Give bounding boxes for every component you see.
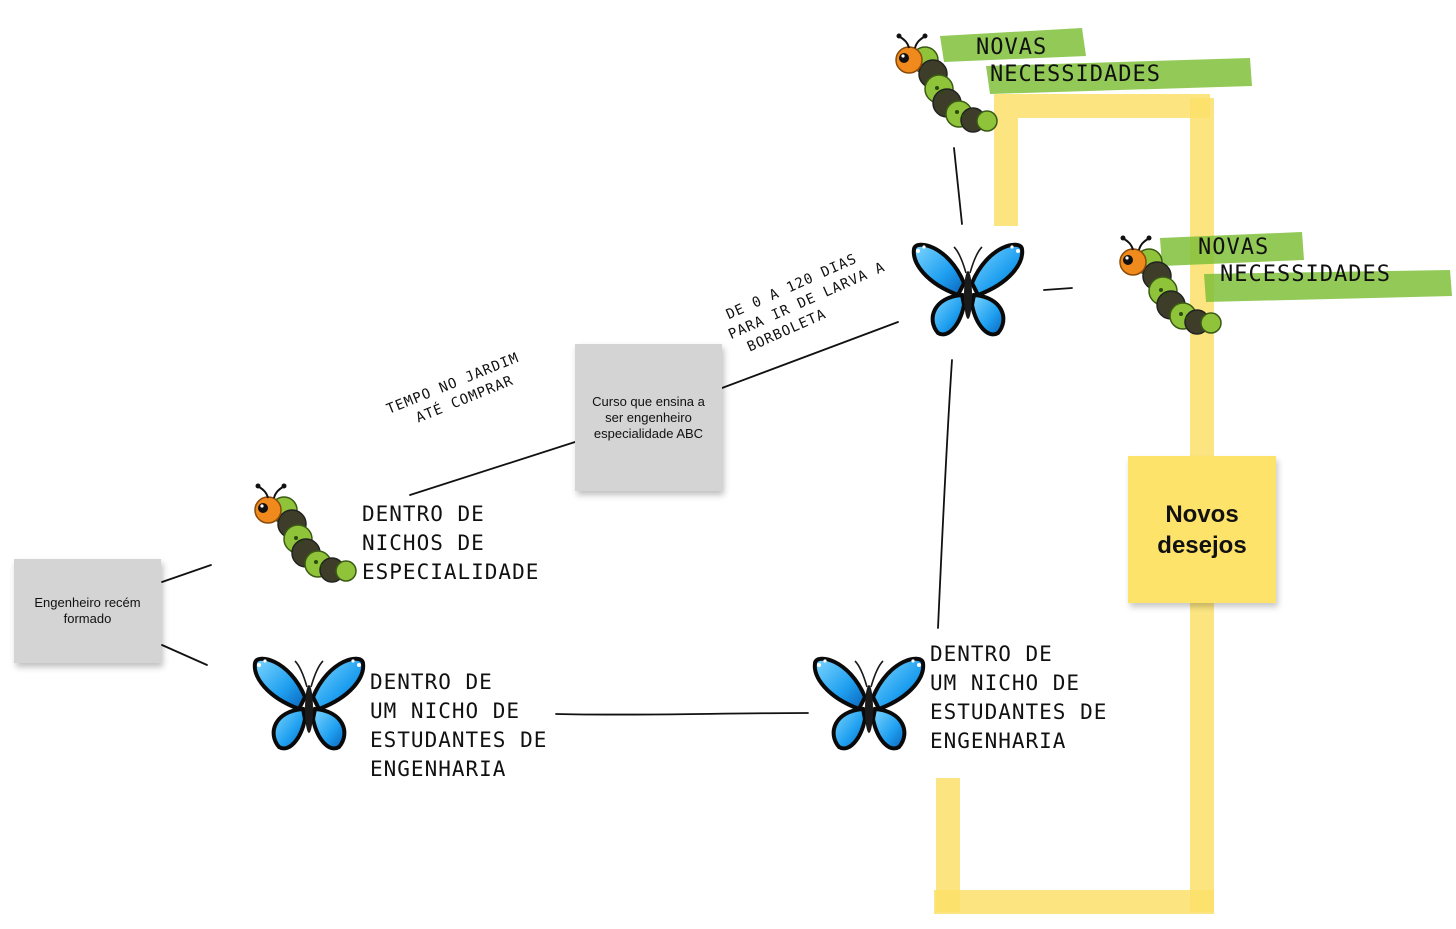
connector-butterfly-vertical [937,359,953,629]
butterfly-icon [812,656,926,751]
connector-butterfly-caterpillar-top [953,147,963,225]
butterfly-icon [252,656,366,751]
engineer-box[interactable]: Engenheiro recém formado [14,559,161,663]
course-box-label: Curso que ensina a ser engenheiro especi… [592,393,705,441]
engineer-box-label: Engenheiro recém formado [34,595,141,626]
connector-lines [161,147,1073,716]
needs-highlight [940,28,1452,302]
connector-engineer-caterpillar [161,564,212,583]
label-niche-students-right: Dentro de um nicho de estudantes de enge… [930,642,1108,753]
new-desires-label: Novos desejos [1157,500,1247,559]
connector-caterpillar-course [409,441,576,496]
connector-course-butterfly [721,321,899,389]
label-needs-right: Novas necessidades [1198,235,1391,287]
label-niche-specialty: Dentro de nichos de especialidade [362,502,540,584]
connector-butterflies-horizontal [555,712,809,716]
label-needs-top: Novas necessidades [976,35,1161,87]
new-desires-box[interactable]: Novos desejos [1128,456,1276,603]
caterpillar-icon [254,482,357,583]
label-niche-students-left: Dentro de um nicho de estudantes de enge… [370,670,548,781]
course-box[interactable]: Curso que ensina a ser engenheiro especi… [575,344,722,491]
connector-butterfly-caterpillar-right [1043,287,1073,291]
butterfly-icon [911,242,1025,337]
connector-engineer-butterfly [161,644,208,666]
